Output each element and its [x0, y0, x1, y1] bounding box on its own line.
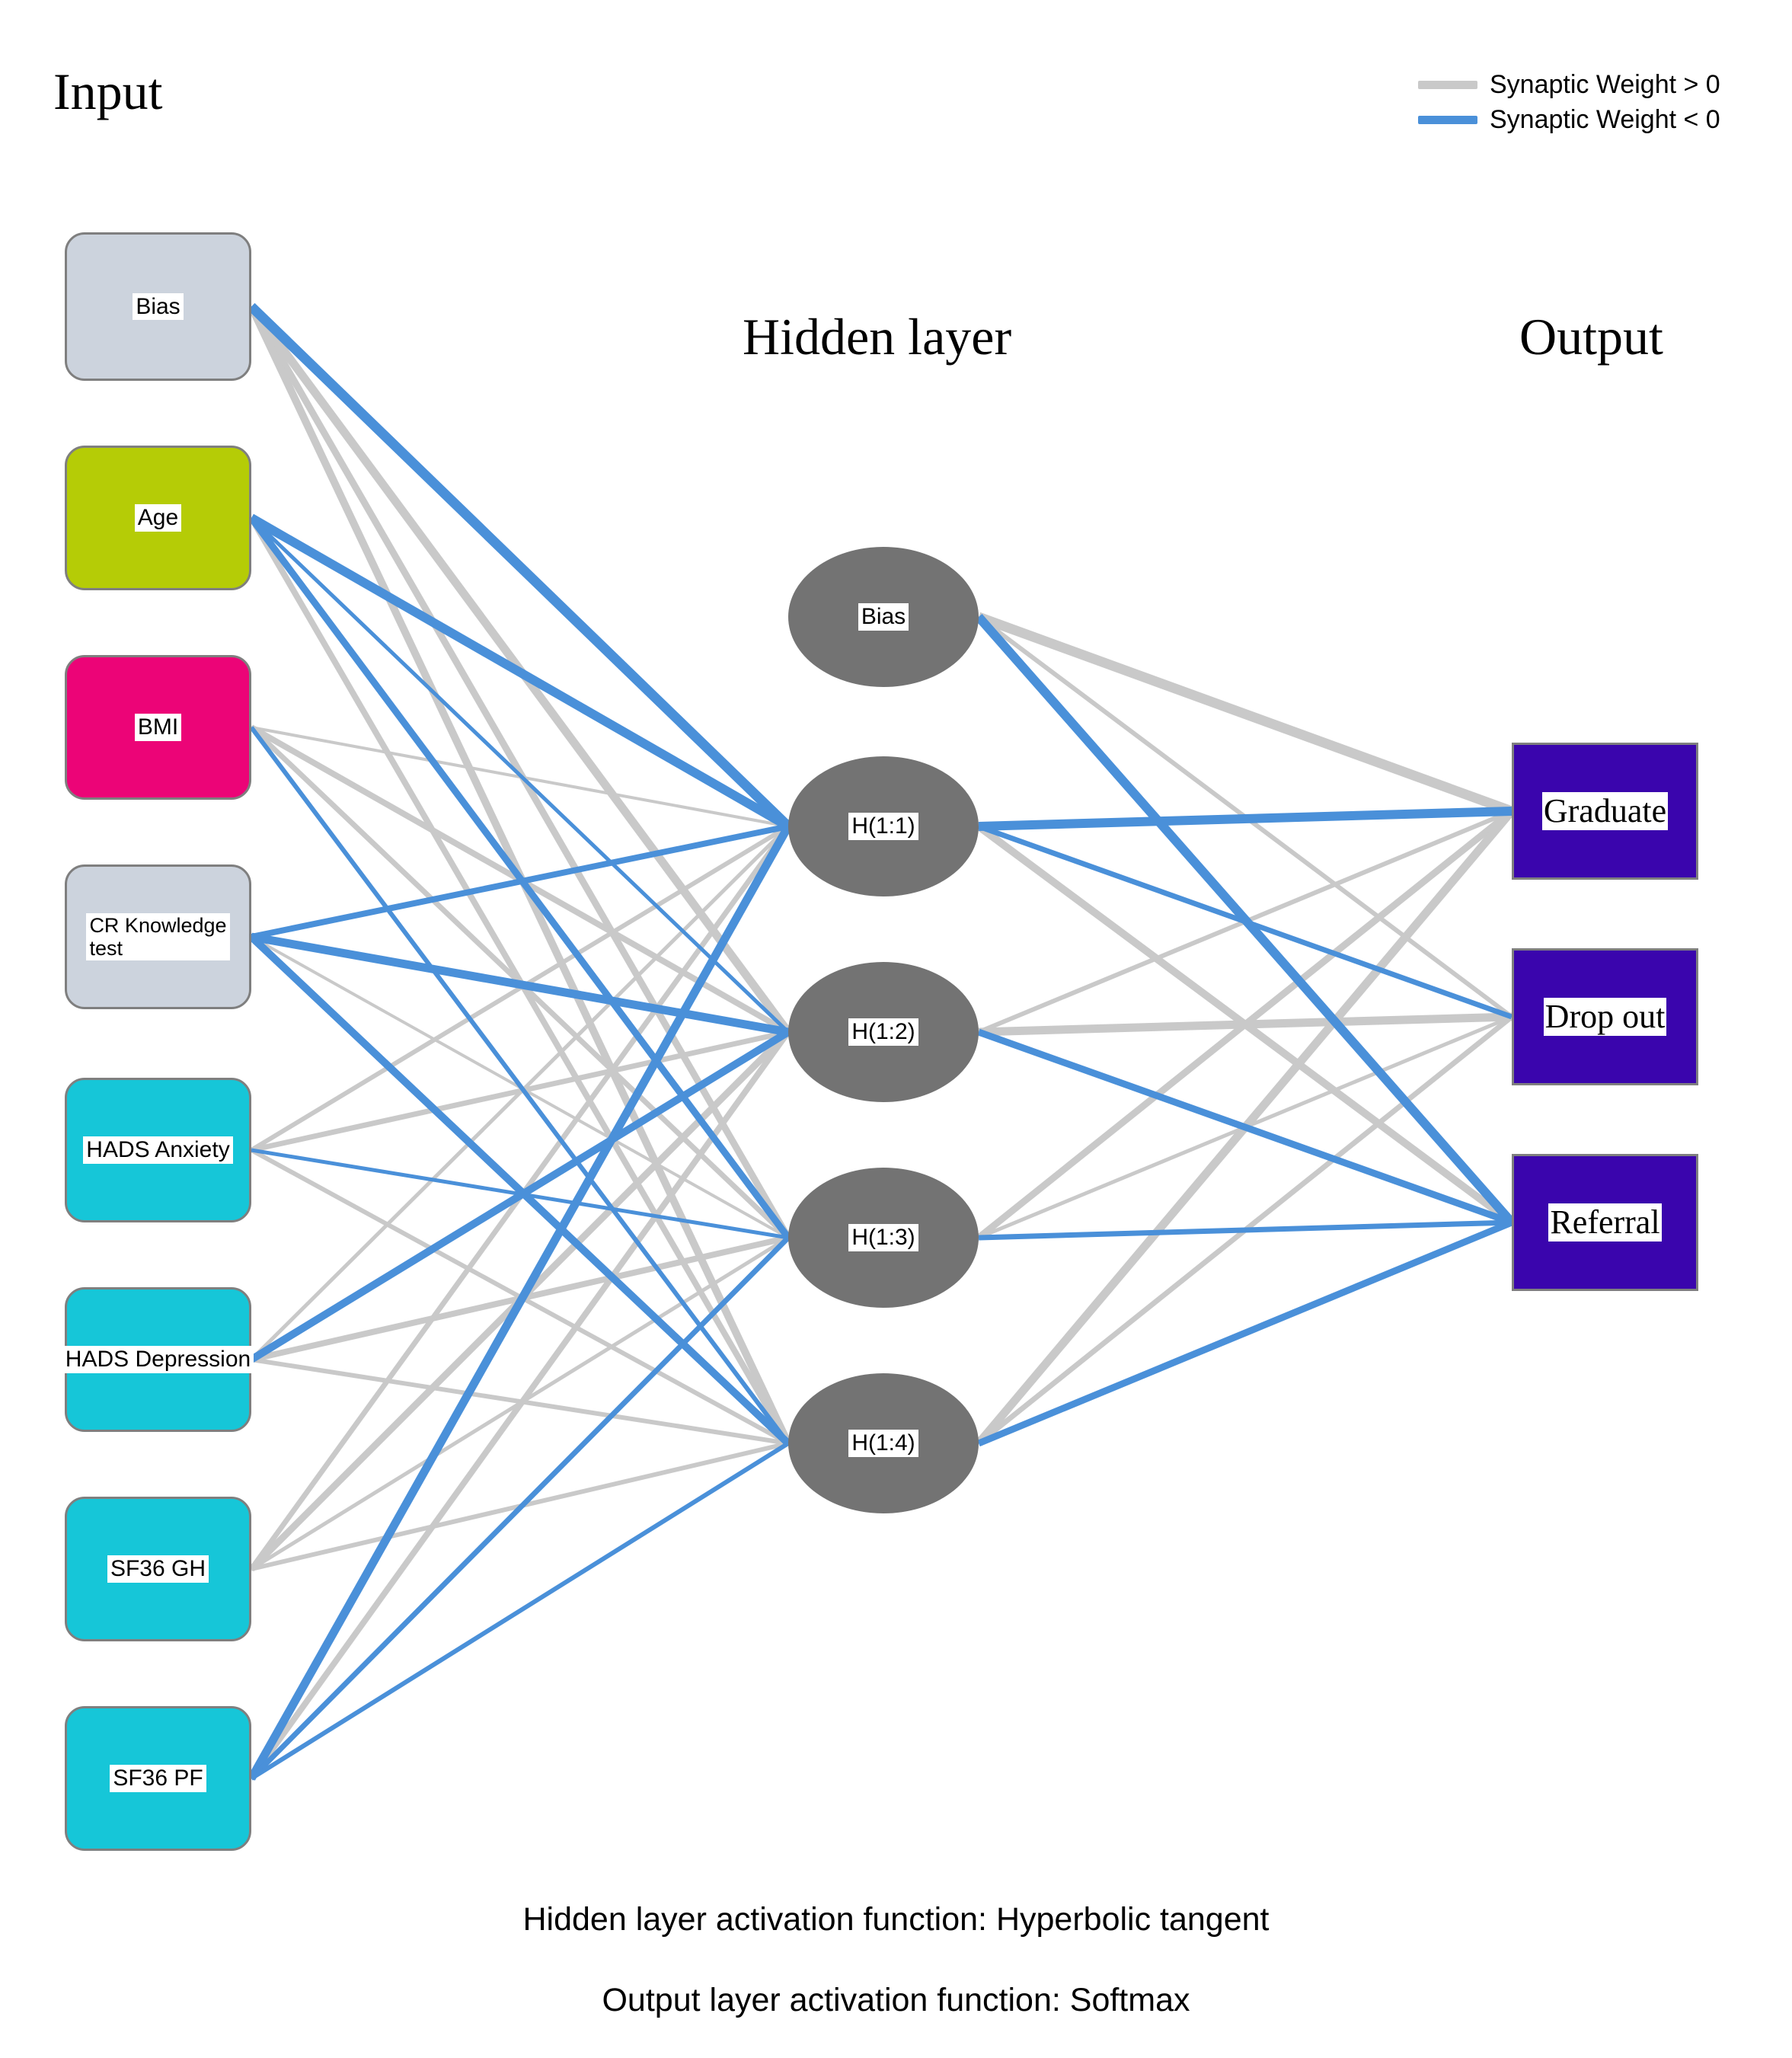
layer-title-input: Input: [53, 62, 163, 120]
edges-hidden-to-output: [975, 612, 1516, 1447]
edge-in-age-to-h-2: [250, 516, 790, 1034]
edge-in-sf36pf-to-h-1: [248, 824, 792, 1781]
hidden-node-h-1[interactable]: H(1:1): [788, 756, 979, 896]
edge-in-hads-dep-to-h-1: [250, 825, 790, 1361]
input-node-label: Bias: [133, 292, 184, 321]
edges-input-to-hidden: [248, 302, 792, 1781]
input-node-label: HADS Anxiety: [83, 1136, 233, 1164]
output-node-out-referral[interactable]: Referral: [1512, 1154, 1698, 1291]
edge-in-crk-to-h-2: [251, 932, 789, 1037]
input-node-label: SF36 PF: [110, 1765, 206, 1792]
hidden-node-h-4[interactable]: H(1:4): [788, 1373, 979, 1513]
edge-h-1-to-out-dropout: [977, 823, 1513, 1020]
edge-in-sf36pf-to-h-3: [249, 1235, 791, 1781]
edge-h-1-to-out-graduate: [978, 807, 1512, 831]
hidden-node-label: Bias: [858, 603, 909, 631]
hidden-node-label: H(1:3): [848, 1224, 918, 1251]
hidden-node-h-3[interactable]: H(1:3): [788, 1168, 979, 1308]
input-node-in-crk[interactable]: CR Knowledge test: [65, 864, 251, 1009]
input-node-in-hads-dep[interactable]: HADS Depression: [62, 1287, 254, 1432]
edge-in-bias-to-h-1: [248, 302, 792, 830]
edge-in-crk-to-h-4: [248, 934, 791, 1446]
edge-h-4-to-out-referral: [977, 1219, 1513, 1447]
edge-in-hads-dep-to-h-2: [249, 1028, 791, 1363]
legend-swatch-negative: [1418, 115, 1477, 124]
input-node-label: BMI: [134, 714, 182, 741]
edge-in-sf36pf-to-h-2: [248, 1030, 791, 1781]
legend-label-positive: Synaptic Weight > 0: [1490, 69, 1720, 99]
output-node-label: Drop out: [1543, 998, 1667, 1036]
input-node-in-age[interactable]: Age: [65, 446, 251, 590]
hidden-activation-note: Hidden layer activation function: Hyperb…: [522, 1901, 1270, 1938]
legend: Synaptic Weight > 0 Synaptic Weight < 0: [1418, 67, 1720, 137]
input-node-in-hads-anx[interactable]: HADS Anxiety: [65, 1078, 251, 1222]
input-node-label: HADS Depression: [62, 1346, 254, 1373]
input-node-in-bmi[interactable]: BMI: [65, 655, 251, 800]
hidden-node-label: H(1:2): [848, 1018, 918, 1046]
edge-in-bmi-to-h-4: [249, 726, 791, 1445]
layer-title-hidden: Hidden layer: [743, 308, 1012, 366]
edge-h-3-to-out-graduate: [976, 808, 1514, 1241]
edge-h-3-to-out-referral: [978, 1219, 1512, 1241]
input-node-in-sf36gh[interactable]: SF36 GH: [65, 1497, 251, 1641]
legend-swatch-positive: [1418, 80, 1477, 89]
input-node-label: Age: [134, 504, 182, 532]
output-node-out-dropout[interactable]: Drop out: [1512, 948, 1698, 1085]
input-node-in-sf36pf[interactable]: SF36 PF: [65, 1706, 251, 1851]
output-node-label: Graduate: [1541, 792, 1669, 830]
edge-in-sf36pf-to-h-4: [250, 1441, 790, 1781]
edge-h-bias-to-out-graduate: [976, 612, 1514, 816]
input-node-in-bias[interactable]: Bias: [65, 232, 251, 381]
input-node-label: CR Knowledge test: [86, 912, 230, 961]
edge-in-crk-to-h-1: [251, 823, 789, 940]
layer-title-output: Output: [1519, 308, 1663, 366]
output-node-label: Referral: [1548, 1203, 1662, 1242]
output-node-out-graduate[interactable]: Graduate: [1512, 743, 1698, 880]
hidden-node-h-2[interactable]: H(1:2): [788, 962, 979, 1102]
hidden-node-label: H(1:4): [848, 1430, 918, 1457]
input-node-label: SF36 GH: [107, 1555, 209, 1583]
edge-in-age-to-h-3: [248, 516, 791, 1240]
hidden-node-label: H(1:1): [848, 813, 918, 840]
edge-h-2-to-out-referral: [977, 1028, 1513, 1226]
legend-label-negative: Synaptic Weight < 0: [1490, 104, 1720, 134]
legend-item-negative: Synaptic Weight < 0: [1418, 102, 1720, 137]
edge-in-age-to-h-1: [249, 513, 791, 831]
hidden-node-h-bias[interactable]: Bias: [788, 547, 979, 687]
legend-item-positive: Synaptic Weight > 0: [1418, 67, 1720, 102]
output-activation-note: Output layer activation function: Softma…: [602, 1982, 1190, 2018]
